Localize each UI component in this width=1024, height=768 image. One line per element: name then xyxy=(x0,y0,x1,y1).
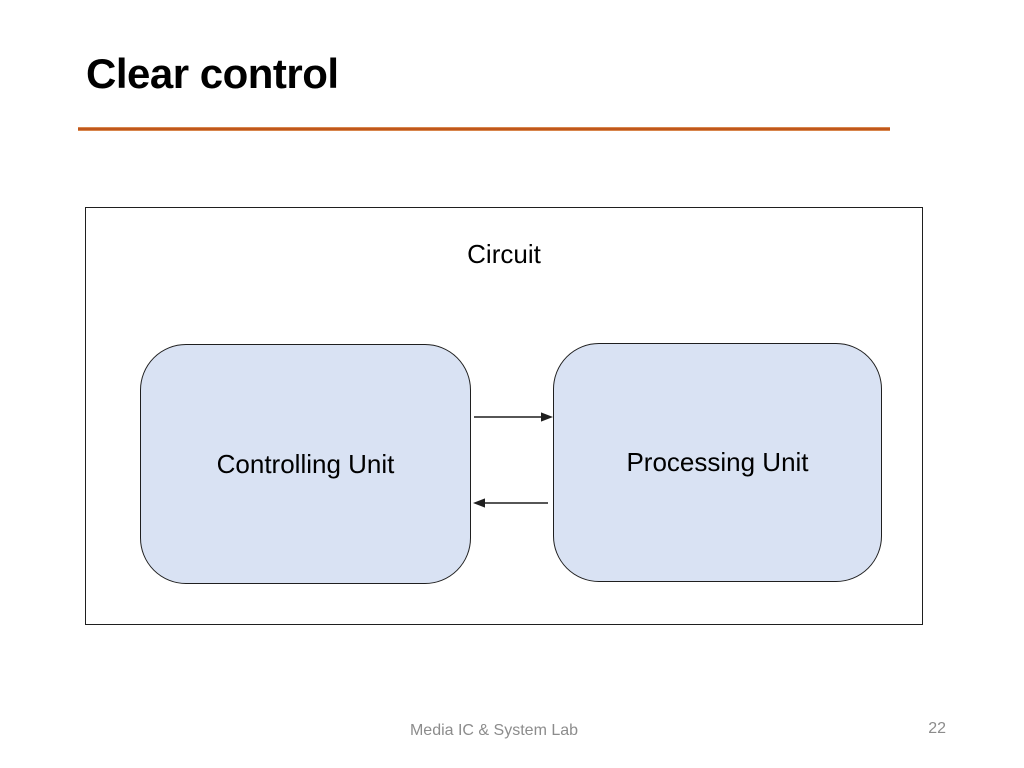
node-controlling-unit-label: Controlling Unit xyxy=(216,448,395,479)
connection-arrows xyxy=(473,412,553,508)
arrow-right-icon xyxy=(474,412,553,422)
title-accent-divider xyxy=(78,127,890,131)
slide-page-number: 22 xyxy=(928,720,946,737)
page-title: Clear control xyxy=(86,50,339,97)
footer-lab-name: Media IC & System Lab xyxy=(409,722,579,739)
circuit-label: Circuit xyxy=(467,239,541,269)
node-processing-unit: Processing Unit xyxy=(553,343,882,582)
circuit-boundary-box: Circuit Controlling Unit Processing Unit xyxy=(85,207,923,625)
arrow-left-icon xyxy=(473,498,548,508)
node-controlling-unit: Controlling Unit xyxy=(140,344,471,584)
node-processing-unit-label: Processing Unit xyxy=(626,447,809,477)
